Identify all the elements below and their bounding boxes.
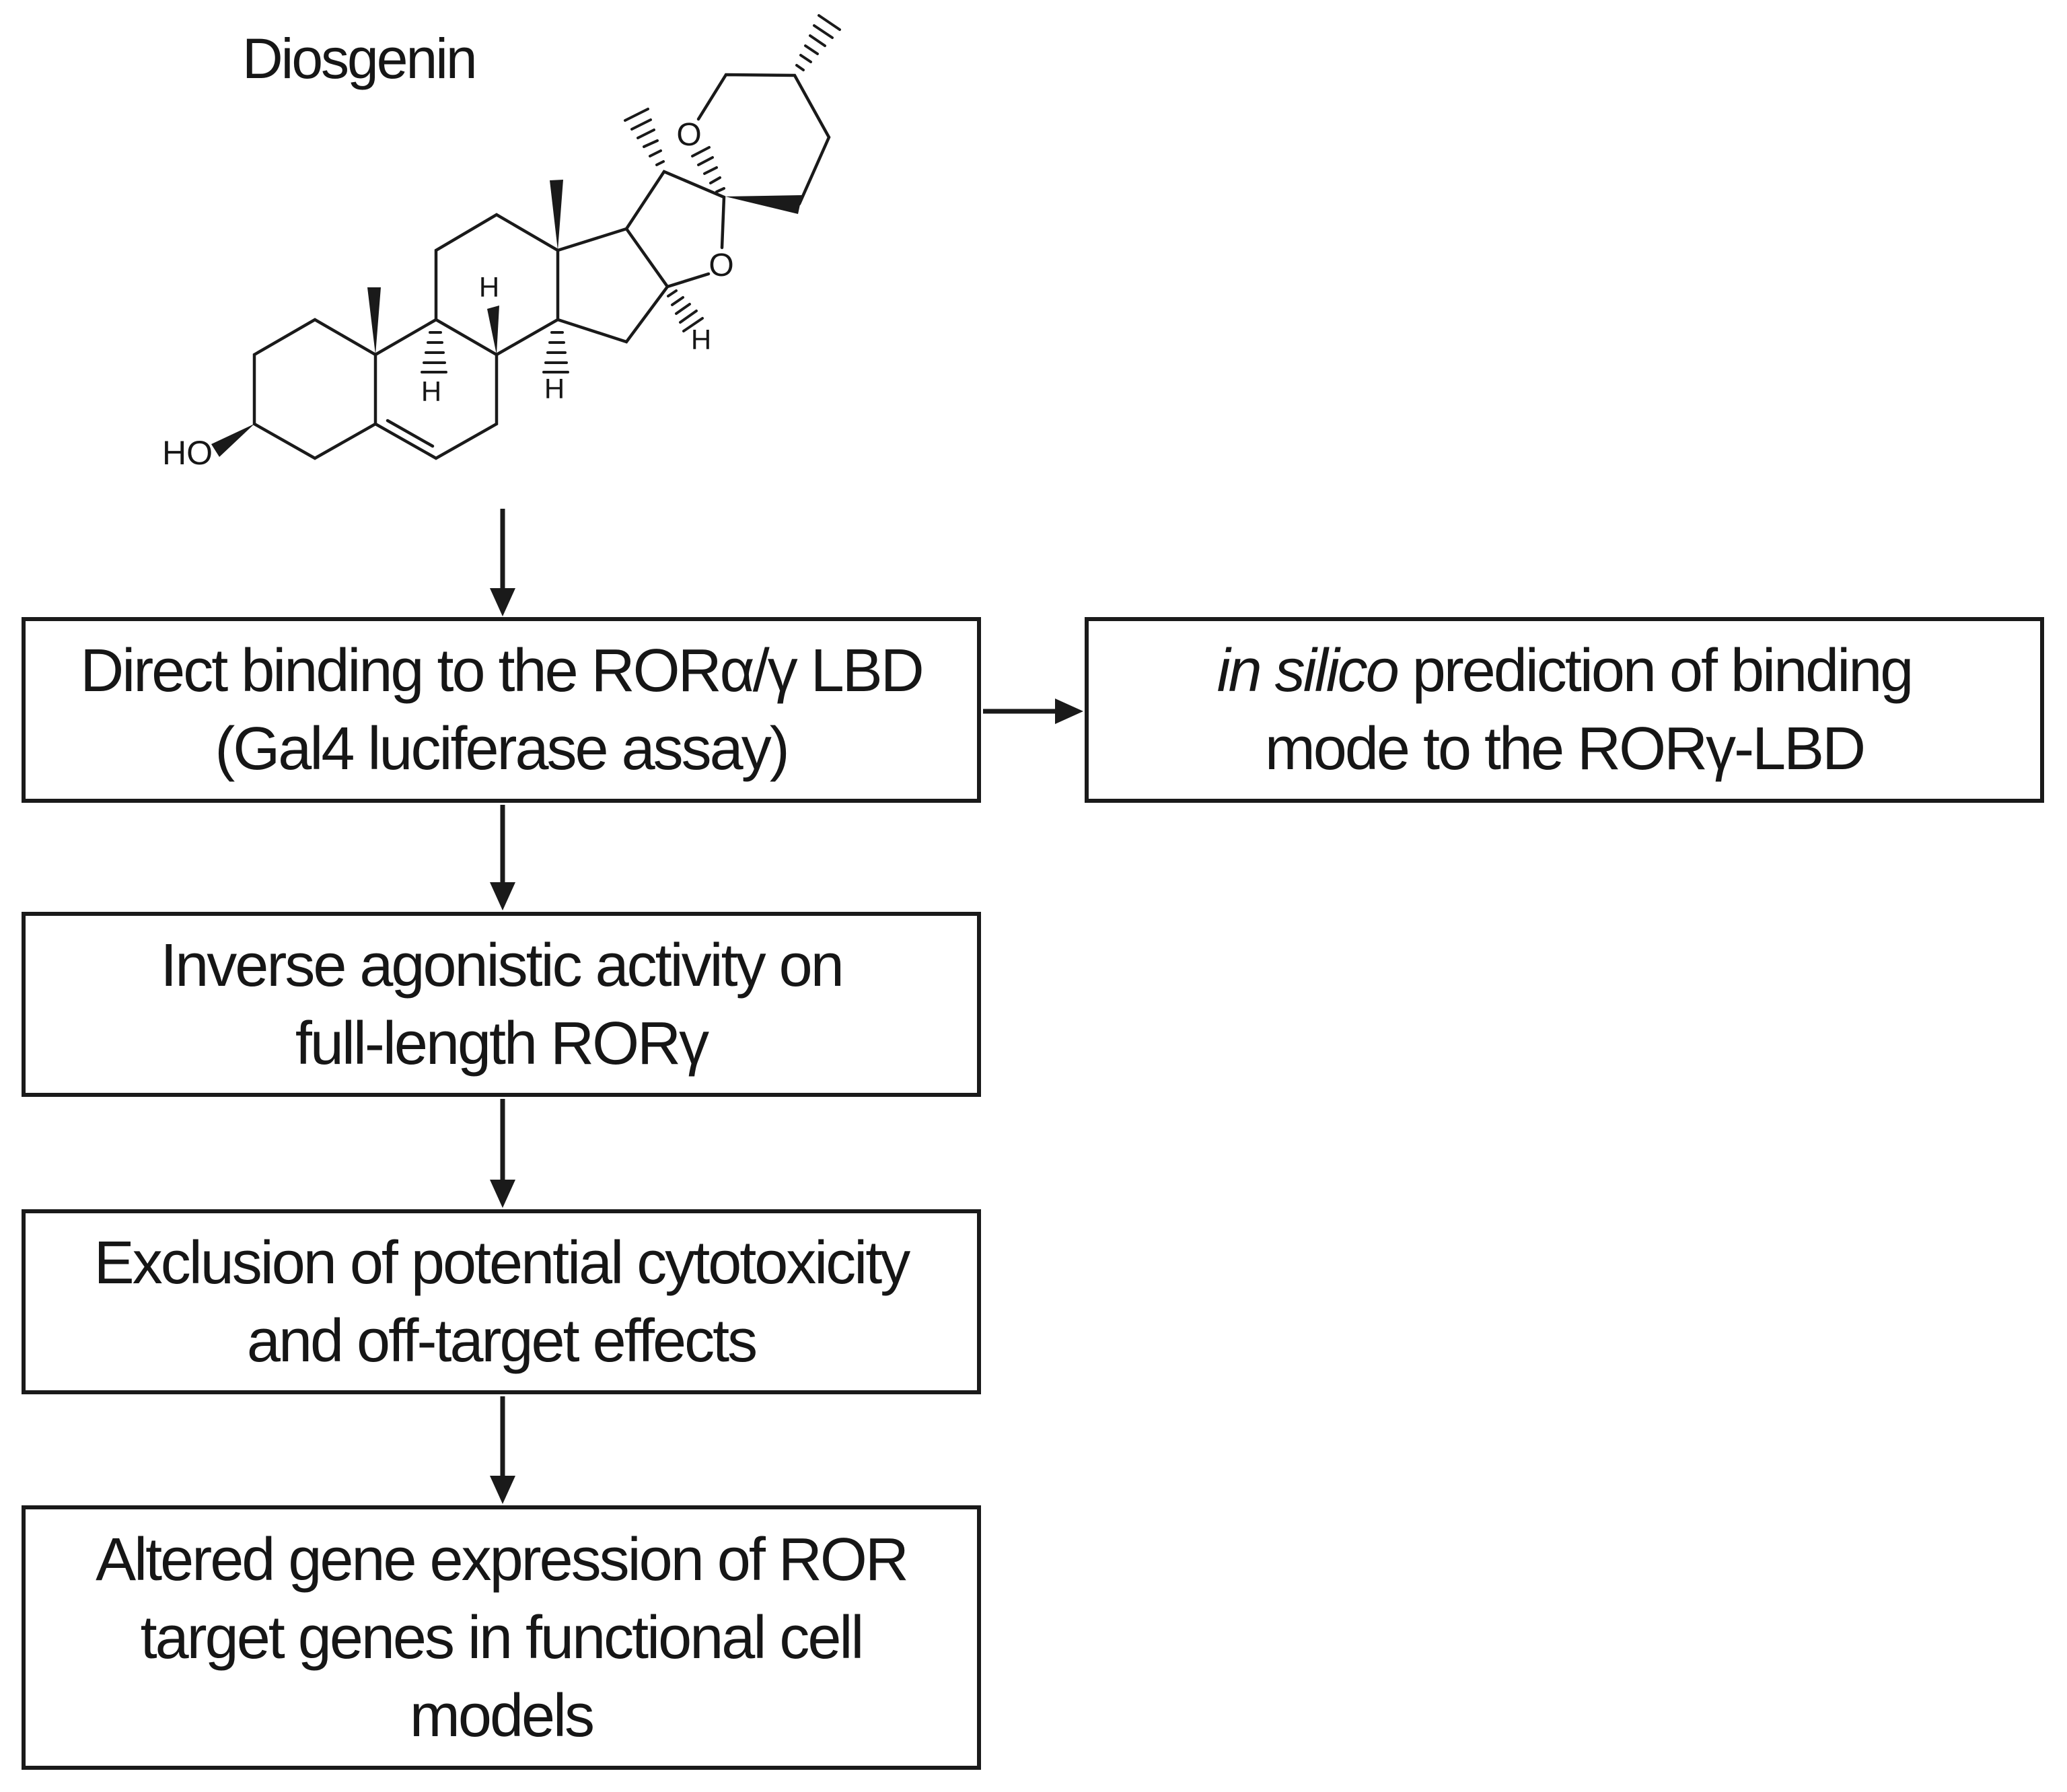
flow-box-in-silico-prediction: in silico prediction of binding mode to … xyxy=(1085,617,2044,803)
hash-bond-c14-hydrogen xyxy=(542,331,569,373)
hydrogen-label-c8: H xyxy=(479,271,499,303)
box2-line2: mode to the RORγ-LBD xyxy=(1264,715,1866,783)
steroid-ring-c xyxy=(434,213,560,357)
box3-line2: full-length RORγ xyxy=(295,1009,709,1077)
wedge-bond-c3-hydroxyl xyxy=(211,424,254,457)
box5-line3: models xyxy=(409,1682,595,1750)
wedge-bond-c13-methyl xyxy=(550,180,563,250)
box1-line2: (Gal4 luciferase assay) xyxy=(215,715,789,783)
pyran-ring-f xyxy=(696,73,831,206)
pyran-oxygen-label: O xyxy=(676,117,701,153)
arrowhead-box4-to-box5 xyxy=(490,1476,515,1504)
box5-line1: Altered gene expression of ROR xyxy=(96,1526,909,1593)
hydrogen-label-c16: H xyxy=(691,324,711,355)
flow-box-direct-binding: Direct binding to the RORα/γ LBD (Gal4 l… xyxy=(22,617,981,803)
box4-line2: and off-target effects xyxy=(246,1307,758,1375)
hydrogen-label-c14: H xyxy=(544,373,565,404)
box4-line1: Exclusion of potential cytotoxicity xyxy=(94,1229,911,1297)
double-bond-inner-line xyxy=(386,419,435,448)
hash-bond-c20-methyl xyxy=(624,108,665,166)
flow-box-cytotoxicity-exclusion: Exclusion of potential cytotoxicity and … xyxy=(22,1209,981,1394)
hydroxyl-label: HO xyxy=(162,434,213,472)
hash-bond-c25-methyl xyxy=(795,14,841,71)
arrowhead-structure-to-box1 xyxy=(490,588,515,616)
box2-line1-rest: prediction of binding xyxy=(1397,637,1914,705)
furan-ring-e xyxy=(624,170,726,289)
steroid-ring-d xyxy=(556,227,669,344)
molecule-title: Diosgenin xyxy=(242,27,476,90)
arrowhead-box1-to-box2 xyxy=(1055,698,1083,724)
flow-arrows xyxy=(490,509,1083,1504)
box3-line1: Inverse agonistic activity on xyxy=(160,931,844,999)
box5-line2: target genes in functional cell xyxy=(140,1604,865,1672)
hash-bond-c16-hydrogen xyxy=(667,289,704,332)
flow-box-gene-expression: Altered gene expression of ROR target ge… xyxy=(22,1505,981,1770)
arrowhead-box3-to-box4 xyxy=(490,1180,515,1208)
hash-bond-c22-oxygen xyxy=(691,146,725,193)
flow-box-inverse-agonism: Inverse agonistic activity on full-lengt… xyxy=(22,912,981,1097)
arrowhead-box1-to-box3 xyxy=(490,882,515,910)
box2-line1-italic: in silico xyxy=(1217,637,1400,705)
hash-bond-c9-hydrogen xyxy=(421,331,447,373)
diosgenin-structure: HO O O H H H H Diosgenin xyxy=(162,14,841,472)
steroid-ring-b xyxy=(373,318,499,460)
wedge-bond-c8-hydrogen xyxy=(487,306,499,355)
box1-line1: Direct binding to the RORα/γ LBD xyxy=(80,637,924,705)
wedge-bond-c22-c23 xyxy=(725,195,802,214)
hydrogen-label-c9: H xyxy=(421,375,441,407)
box2-line1: in silico prediction of binding xyxy=(1217,632,1914,710)
furan-oxygen-label: O xyxy=(709,248,733,283)
steroid-ring-a xyxy=(252,318,377,460)
wedge-bond-c10-methyl xyxy=(367,287,381,355)
